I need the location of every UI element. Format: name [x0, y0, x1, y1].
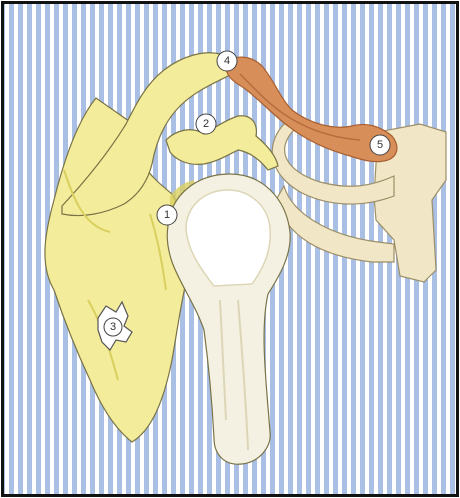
marker-2-label: 2 [203, 118, 209, 130]
marker-3: 3 [104, 318, 122, 336]
marker-5-label: 5 [377, 139, 383, 151]
marker-2: 2 [196, 114, 216, 134]
marker-3-label: 3 [110, 321, 116, 333]
marker-1: 1 [157, 205, 177, 225]
marker-4-label: 4 [224, 55, 230, 67]
marker-4: 4 [217, 51, 237, 71]
marker-1-label: 1 [164, 209, 170, 221]
marker-5: 5 [370, 135, 390, 155]
